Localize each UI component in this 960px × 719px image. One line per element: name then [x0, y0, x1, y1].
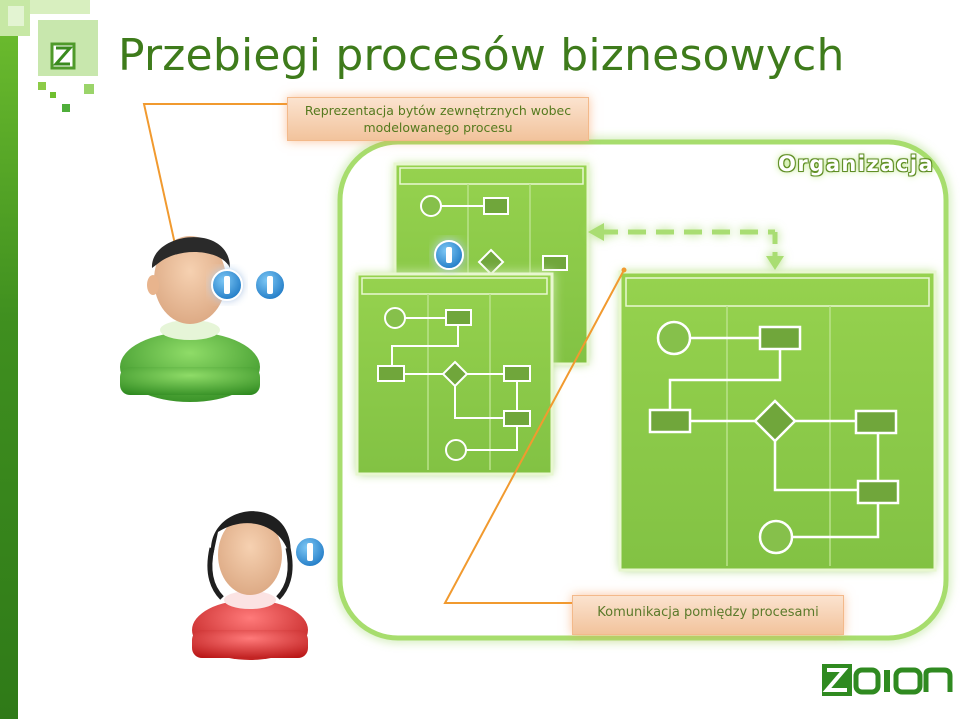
- aion-logo: [822, 664, 953, 696]
- callout-communication: Komunikacja pomiędzy procesami: [572, 595, 844, 635]
- connector-lines: [142, 103, 625, 604]
- organization-label: Organizacja: [778, 152, 935, 176]
- callout-external-entities: Reprezentacja bytów zewnętrznych wobec m…: [287, 97, 589, 141]
- person-red: [192, 511, 308, 660]
- info-icon: [434, 240, 464, 270]
- decorative-side-bar: [0, 0, 18, 719]
- info-icon: [254, 269, 286, 301]
- corner-decoration: [0, 0, 98, 112]
- inter-process-arrow: [588, 223, 784, 270]
- slide-title: Przebiegi procesów biznesowych: [118, 30, 845, 81]
- process-panel-right: [618, 270, 937, 572]
- process-panel-left: [355, 272, 554, 476]
- person-green: [120, 236, 260, 402]
- connector-dot: [621, 267, 627, 273]
- info-icon: [294, 536, 326, 568]
- info-icon: [211, 269, 243, 301]
